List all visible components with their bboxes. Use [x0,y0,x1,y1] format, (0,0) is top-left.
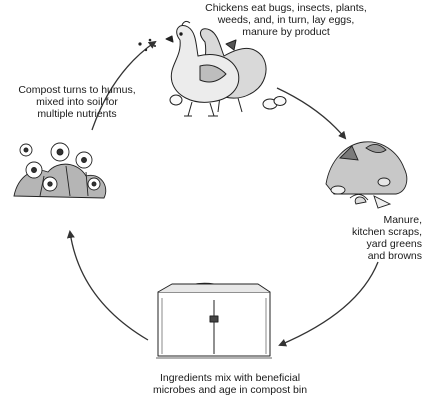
arrow-bin-to-flowers [66,230,149,341]
label-line: yard greens [366,238,422,250]
label-line: kitchen scraps, [351,226,422,238]
label-compost-to-humus: Compost turns to humus, mixed into soil … [2,84,152,120]
label-line: microbes and age in compost bin [152,384,308,396]
label-line: mixed into soil for [36,96,118,108]
compost-bin-illustration [156,282,272,359]
arrow-flowers-to-chickens [91,40,157,131]
label-line: multiple nutrients [37,108,117,120]
label-line: Chickens eat bugs, insects, plants, [205,2,367,14]
label-line: Manure, [383,214,422,226]
label-compost-bin: Ingredients mix with beneficial microbes… [120,372,340,396]
chickens-illustration [165,20,267,117]
label-line: Ingredients mix with beneficial [159,372,301,384]
arrow-chickens-to-scraps [276,87,347,140]
scraps-pile-illustration [325,141,408,209]
label-line: weeds, and, in turn, lay eggs, [217,14,355,26]
bugs-icon [138,38,156,52]
label-manure-scraps: Manure, kitchen scraps, yard greens and … [322,214,422,262]
label-line: and browns [367,250,422,262]
label-line: Compost turns to humus, [18,84,136,96]
label-chickens: Chickens eat bugs, insects, plants, weed… [196,2,376,38]
label-line: manure by product [242,26,330,38]
arrow-scraps-to-bin [278,261,379,347]
eggs-illustration [169,94,287,110]
flowers-illustration [13,142,107,199]
